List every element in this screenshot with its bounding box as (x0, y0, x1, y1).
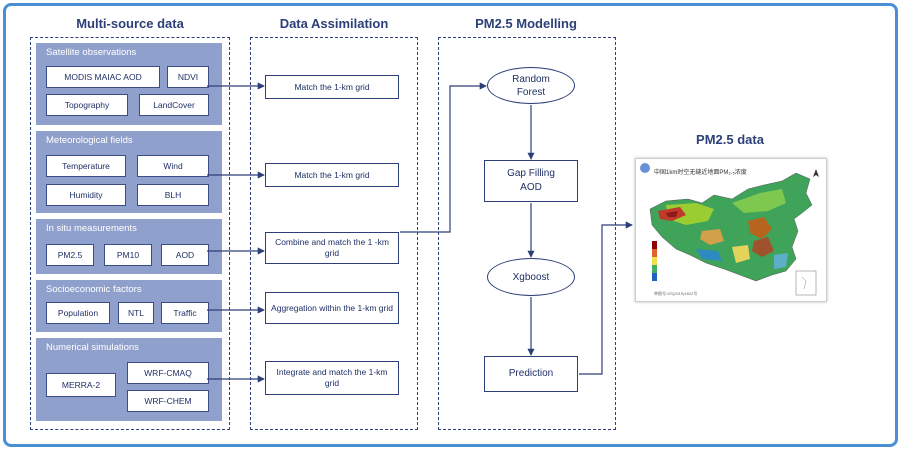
modelling-box (438, 37, 616, 430)
step-integrate-numerical: Integrate and match the 1-km grid (265, 361, 399, 395)
tile-pm10: PM10 (104, 244, 152, 266)
step-aggregation-socio: Aggregation within the 1-km grid (265, 292, 399, 324)
group-numerical-title: Numerical simulations (46, 342, 139, 353)
tile-population: Population (46, 302, 110, 324)
title-modelling: PM2.5 Modelling (475, 16, 577, 31)
step-combine-insitu: Combine and match the 1 -km grid (265, 232, 399, 264)
assimilation-box (250, 37, 418, 430)
tile-topography: Topography (46, 94, 128, 116)
node-gap-filling-aod: Gap Filling AOD (484, 160, 578, 202)
tile-humidity: Humidity (46, 184, 126, 206)
map-footer: 审图号:GS(2019)1822号 (654, 291, 698, 296)
tile-modis-aod: MODIS MAIAC AOD (46, 66, 160, 88)
step-match-grid-meteorological: Match the 1-km grid (265, 163, 399, 187)
tile-wind: Wind (137, 155, 209, 177)
title-multisource: Multi-source data (76, 16, 184, 31)
tile-ndvi: NDVI (167, 66, 209, 88)
tile-landcover: LandCover (139, 94, 209, 116)
title-output: PM2.5 data (696, 132, 764, 147)
tile-ntl: NTL (118, 302, 154, 324)
group-meteorological-title: Meteorological fields (46, 135, 133, 146)
tile-wrf-chem: WRF-CHEM (127, 390, 209, 412)
tile-merra2: MERRA-2 (46, 373, 116, 397)
group-satellite-title: Satellite observations (46, 47, 137, 58)
pm25-map: 中国1km时空无缝近地面PM₂.₅浓度 审图号:GS(2019)1822号 (635, 158, 827, 302)
title-assimilation: Data Assimilation (279, 16, 389, 31)
tile-wrf-cmaq: WRF-CMAQ (127, 362, 209, 384)
multisource-box (30, 37, 230, 430)
node-xgboost: Xgboost (487, 258, 575, 296)
arrow-pred-to-map (579, 221, 633, 375)
group-socio-title: Socioeconomic factors (46, 284, 142, 295)
tile-traffic: Traffic (161, 302, 209, 324)
tile-temperature: Temperature (46, 155, 126, 177)
node-prediction: Prediction (484, 356, 578, 392)
group-insitu-title: In situ measurements (46, 223, 137, 234)
node-random-forest: Random Forest (487, 67, 575, 104)
arrow-to-random-forest (400, 82, 487, 233)
tile-aod: AOD (161, 244, 209, 266)
tile-pm25: PM2.5 (46, 244, 94, 266)
china-pm25-map-image (640, 163, 819, 296)
step-match-grid-satellite: Match the 1-km grid (265, 75, 399, 99)
tile-blh: BLH (137, 184, 209, 206)
map-title: 中国1km时空无缝近地面PM₂.₅浓度 (654, 170, 747, 176)
